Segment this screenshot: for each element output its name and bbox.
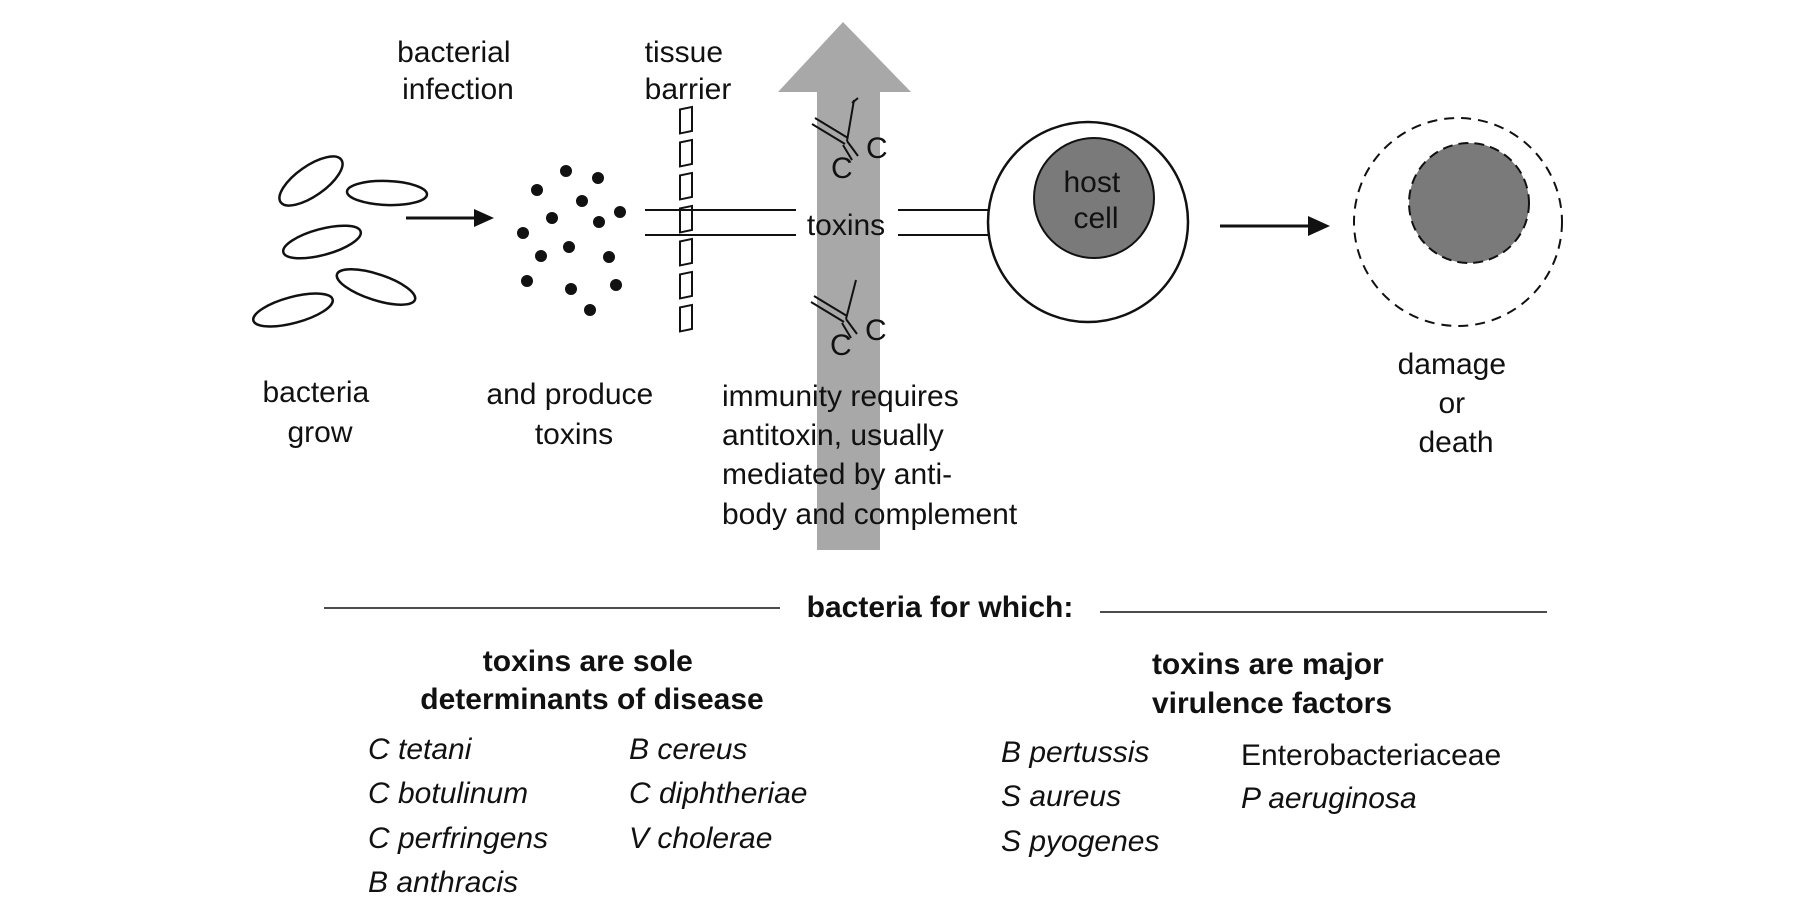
barrier-segment bbox=[679, 105, 693, 135]
toxin-dot bbox=[603, 251, 615, 263]
sole-list-col2: B cereus C diphtheriae V cholerae bbox=[629, 733, 816, 855]
toxin-dot bbox=[517, 227, 529, 239]
bacteria-heading: bacteria for which: bbox=[807, 591, 1074, 624]
toxin-particles bbox=[517, 165, 626, 316]
toxin-dot bbox=[592, 172, 604, 184]
barrier-segment bbox=[679, 171, 693, 201]
barrier-segment bbox=[679, 138, 693, 168]
sole-list-col1: C tetani C botulinum C perfringens B ant… bbox=[368, 733, 556, 899]
grow-arrow bbox=[406, 209, 494, 227]
complement-c-4: C bbox=[865, 314, 887, 347]
damaged-cell bbox=[1353, 117, 1563, 327]
immunity-label: immunity requires antitoxin, usually med… bbox=[722, 380, 1018, 531]
bacterial-infection-label: bacterial infection bbox=[397, 36, 519, 106]
barrier-segment bbox=[679, 237, 693, 267]
barrier-segment bbox=[679, 303, 693, 333]
barrier-segment bbox=[679, 270, 693, 300]
bacterium bbox=[335, 268, 417, 306]
toxin-dot bbox=[576, 195, 588, 207]
damage-label: damage or death bbox=[1398, 348, 1515, 459]
toxin-dot bbox=[614, 206, 626, 218]
major-list-col2-first: Enterobacteriaceae bbox=[1241, 739, 1501, 772]
antibody-upper bbox=[811, 97, 859, 161]
barrier-segment bbox=[679, 204, 693, 234]
toxin-dot bbox=[521, 275, 533, 287]
toxins-label: toxins bbox=[807, 209, 885, 242]
bacterium bbox=[345, 179, 429, 207]
toxin-dot bbox=[565, 283, 577, 295]
produce-toxins-label: and produce toxins bbox=[486, 378, 661, 451]
bacteria-grow-label: bacteria grow bbox=[262, 376, 377, 449]
toxin-dot bbox=[563, 241, 575, 253]
toxin-dot bbox=[531, 184, 543, 196]
antibody-lower bbox=[810, 279, 858, 339]
host-cell bbox=[986, 120, 1190, 324]
immunity-arrow-shape bbox=[778, 22, 911, 550]
toxin-dot bbox=[610, 279, 622, 291]
host-cell-nucleus bbox=[1033, 137, 1155, 259]
bacterium bbox=[281, 224, 363, 260]
bacterium bbox=[278, 155, 344, 207]
damage-arrow bbox=[1220, 216, 1330, 236]
complement-c-1: C bbox=[831, 152, 853, 185]
toxin-dot bbox=[593, 216, 605, 228]
major-factors-title: toxins are major virulence factors bbox=[1152, 648, 1392, 720]
tissue-barrier bbox=[679, 105, 693, 333]
sole-determinants-title: toxins are sole determinants of disease bbox=[420, 645, 763, 716]
tissue-barrier-label: tissue barrier bbox=[645, 36, 732, 106]
toxin-dot bbox=[535, 250, 547, 262]
toxin-dot bbox=[546, 212, 558, 224]
major-list-col1: B pertussis S aureus S pyogenes bbox=[1001, 736, 1159, 858]
bacteria-cluster bbox=[252, 155, 429, 328]
bacterium bbox=[252, 292, 334, 328]
complement-c-2: C bbox=[866, 132, 888, 165]
complement-c-3: C bbox=[830, 329, 852, 362]
host-cell-label: host cell bbox=[1063, 166, 1128, 235]
damaged-cell-membrane bbox=[1353, 117, 1563, 327]
major-list-col2-second: P aeruginosa bbox=[1241, 782, 1417, 815]
toxin-dot bbox=[560, 165, 572, 177]
toxin-dot bbox=[584, 304, 596, 316]
damaged-cell-nucleus bbox=[1408, 142, 1530, 264]
